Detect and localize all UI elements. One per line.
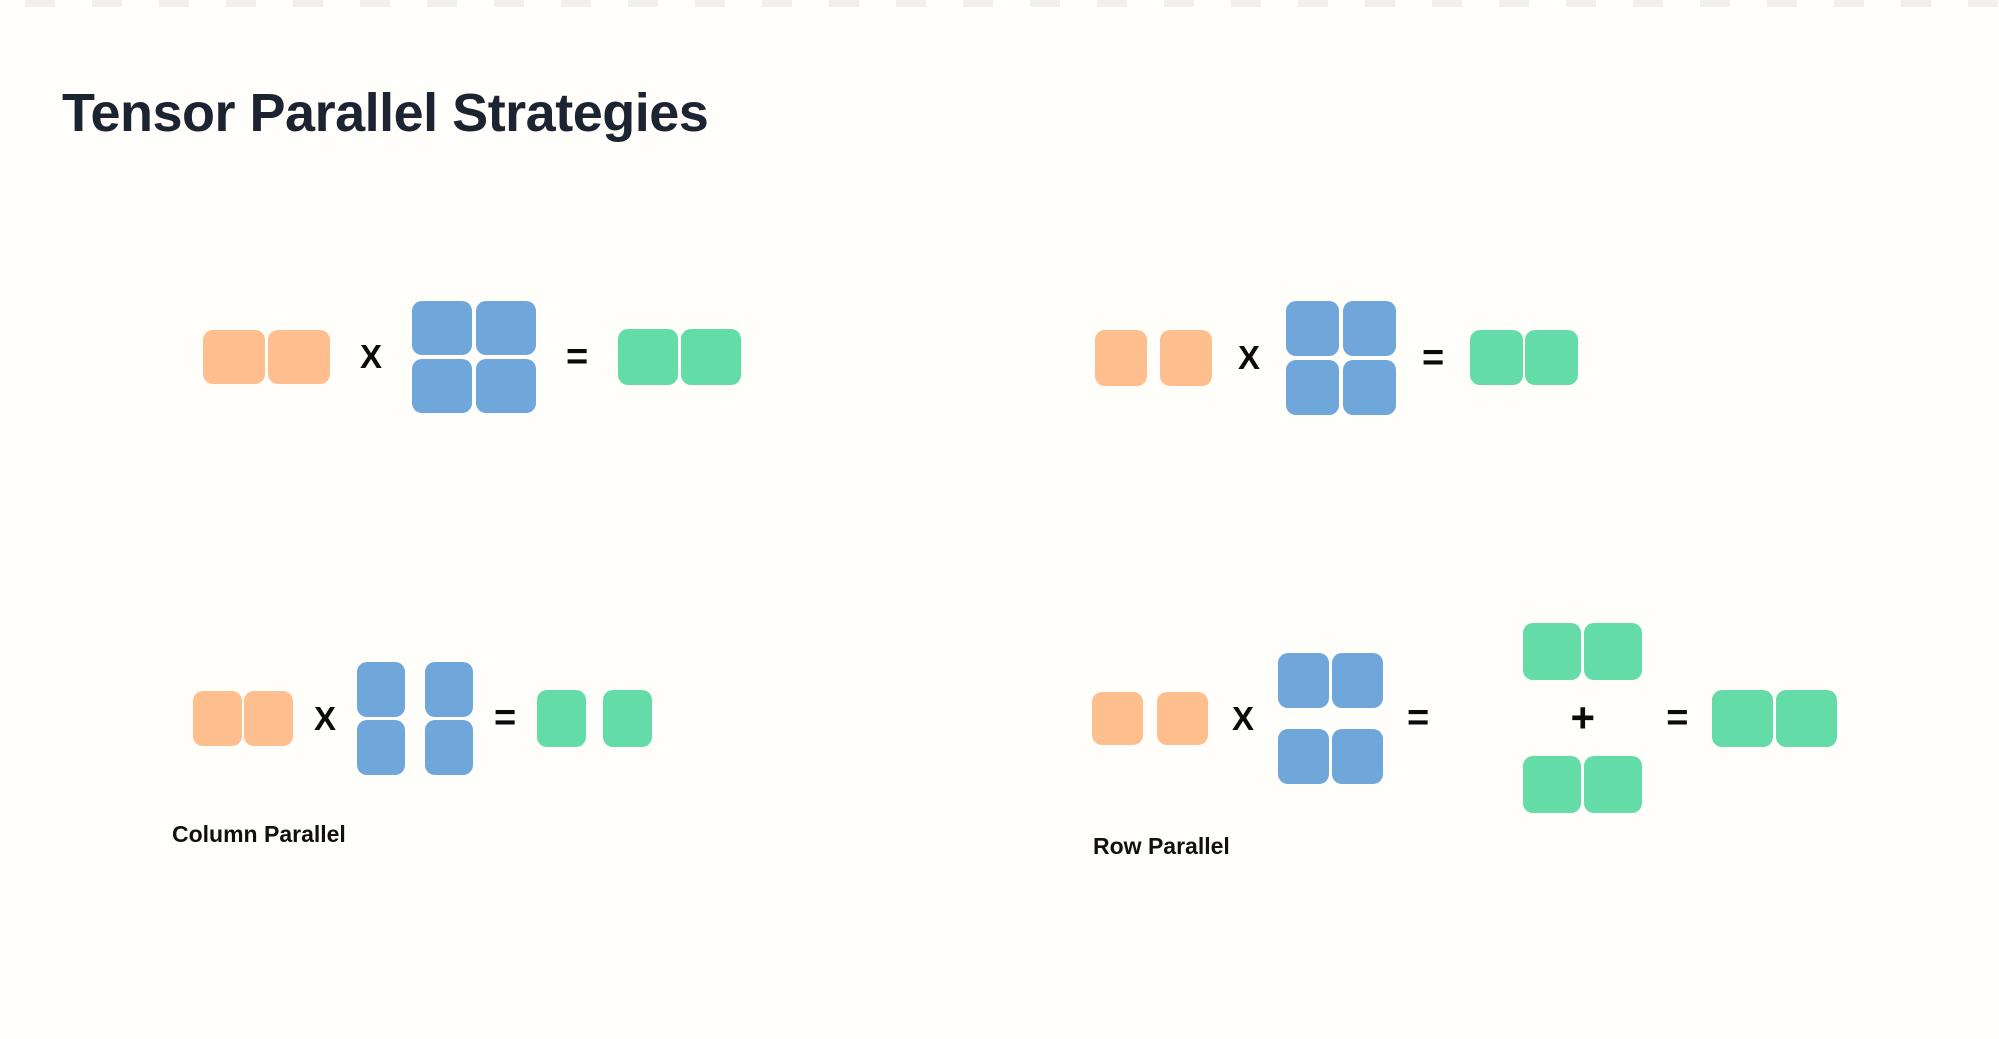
weight-row-split-block bbox=[1332, 652, 1384, 708]
weight-matrix bbox=[1286, 300, 1397, 415]
partial-output-1-block bbox=[1584, 623, 1643, 680]
weight-column-split-block bbox=[357, 661, 406, 717]
equals-operator: = bbox=[566, 335, 589, 378]
matmul-overview-right: X= bbox=[1095, 300, 1579, 415]
output-block bbox=[1525, 330, 1579, 385]
weight-row-split-block bbox=[1278, 652, 1330, 708]
input-block bbox=[203, 329, 265, 384]
partial-output-2-matrix bbox=[1523, 756, 1643, 813]
input-block bbox=[1092, 691, 1143, 745]
weight-row-split-matrix bbox=[1278, 652, 1384, 784]
weight-block bbox=[1343, 359, 1397, 415]
weight-row-split-block bbox=[1332, 728, 1384, 784]
matmul-overview-left: X= bbox=[203, 300, 742, 413]
weight-matrix bbox=[412, 300, 537, 413]
input-matrix bbox=[1092, 691, 1208, 745]
input-block bbox=[193, 690, 242, 746]
column-parallel-diagram: X= bbox=[193, 661, 653, 775]
multiply-operator: X bbox=[314, 699, 337, 737]
output-matrix bbox=[1470, 330, 1579, 385]
input-block bbox=[244, 690, 293, 746]
row-parallel-diagram: X = + = bbox=[1092, 623, 1838, 813]
output-block bbox=[1776, 689, 1838, 747]
output-split-matrix bbox=[537, 689, 653, 747]
multiply-operator: X bbox=[1238, 339, 1261, 376]
plus-operator: + bbox=[1570, 694, 1595, 741]
equals-operator: = bbox=[1422, 336, 1445, 379]
input-matrix bbox=[203, 329, 330, 384]
weight-block bbox=[412, 358, 473, 413]
output-split-block bbox=[537, 689, 587, 747]
output-split-block bbox=[603, 689, 653, 747]
weight-block bbox=[1286, 359, 1340, 415]
output-block bbox=[618, 328, 679, 385]
output-block bbox=[1470, 330, 1524, 385]
output-matrix bbox=[1712, 689, 1838, 747]
weight-block bbox=[476, 358, 537, 413]
partial-output-1-block bbox=[1523, 623, 1582, 680]
input-matrix bbox=[1095, 329, 1212, 386]
weight-block bbox=[476, 300, 537, 355]
weight-column-split-matrix bbox=[357, 661, 474, 775]
weight-block bbox=[1343, 300, 1397, 356]
output-block bbox=[1712, 689, 1774, 747]
partial-output-2-block bbox=[1584, 756, 1643, 813]
partial-sum-stack: + bbox=[1523, 623, 1643, 813]
partial-output-2-block bbox=[1523, 756, 1582, 813]
weight-block bbox=[412, 300, 473, 355]
page-title: Tensor Parallel Strategies bbox=[62, 83, 709, 144]
weight-column-split-block bbox=[425, 719, 474, 775]
row-parallel-label: Row Parallel bbox=[1093, 833, 1230, 859]
equals-operator: = bbox=[1666, 697, 1689, 739]
multiply-operator: X bbox=[1232, 699, 1255, 737]
partial-output-1-matrix bbox=[1523, 623, 1643, 680]
input-block bbox=[1095, 329, 1147, 386]
weight-block bbox=[1286, 300, 1340, 356]
weight-column-split-block bbox=[357, 719, 406, 775]
equals-operator: = bbox=[494, 697, 517, 739]
input-block bbox=[268, 329, 330, 384]
weight-column-split-block bbox=[425, 661, 474, 717]
input-block bbox=[1157, 691, 1208, 745]
top-edge-dashes bbox=[0, 0, 1999, 7]
multiply-operator: X bbox=[360, 338, 383, 375]
equals-operator: = bbox=[1407, 697, 1430, 739]
output-block bbox=[681, 328, 742, 385]
weight-row-split-block bbox=[1278, 728, 1330, 784]
input-matrix bbox=[193, 690, 293, 746]
input-block bbox=[1160, 329, 1212, 386]
column-parallel-label: Column Parallel bbox=[172, 821, 346, 847]
output-matrix bbox=[618, 328, 742, 385]
